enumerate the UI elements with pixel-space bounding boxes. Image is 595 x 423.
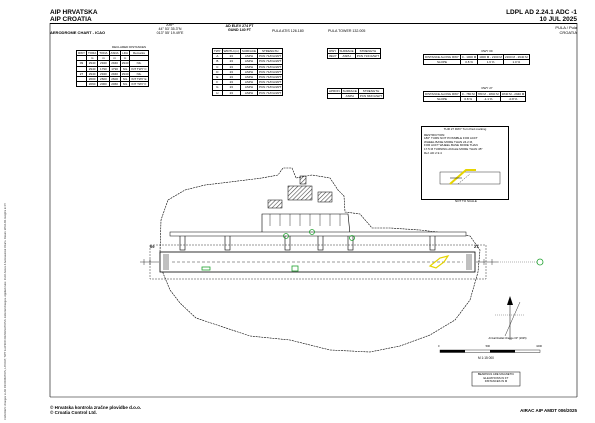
header-rule <box>50 23 577 24</box>
rwy27-slope-title: RWY 27 <box>481 86 493 90</box>
restriction-line: 180° TURN NOT POSSIBLE FOR ACFT <box>424 136 478 141</box>
rwy-09-designator: 09 <box>150 244 155 249</box>
scale-figures: 0 500 1000 <box>438 345 542 348</box>
north-arrow <box>495 296 525 340</box>
scale-fig-500: 500 <box>485 345 490 348</box>
table-cell: -0.8 % <box>499 96 527 103</box>
taxiway-connectors <box>179 233 436 251</box>
aerodrome-name: PULA / Pula <box>555 25 577 30</box>
arp-label: ARP <box>166 23 174 27</box>
copyright-hr: © Hrvatska kontrola zračne plovidbe d.o.… <box>50 405 142 410</box>
tower-freq: PULA TOWER 132.005 <box>328 29 366 33</box>
restriction-line: FOR ACFT WHEEL BASE MORE THAN <box>424 143 478 148</box>
apron-area <box>261 213 351 235</box>
distances-line: DISTANCES IN M <box>484 379 508 384</box>
bearings-note: BEARINGS ARE MAGNETIC ELEVATIONS IN FT D… <box>472 372 520 384</box>
green-markings <box>201 229 355 272</box>
bearings-line: BEARINGS ARE MAGNETIC <box>477 372 515 376</box>
table-cell: 0.8 % <box>459 59 479 66</box>
elevations-line: ELEVATIONS IN FT <box>483 375 509 380</box>
threshold-09-marking <box>163 254 169 270</box>
table-cell: PCN 66/F/A/W/T <box>357 93 385 100</box>
arp-lon: 013° 55' 19.49"E <box>156 31 184 35</box>
scale-bar <box>439 349 541 353</box>
hangar-building <box>317 191 333 203</box>
restriction-line: WHEEL BASE MORE THAN 24.2 M, <box>424 139 474 144</box>
declared-distances-title: DECLARED DISTANCES <box>111 45 147 49</box>
restriction-line: Ref. AD 2.9.4 <box>424 150 442 155</box>
north-arrow-label: Arrival Radial Change 03° (2025) <box>488 337 527 340</box>
turn-pad-marking <box>428 255 450 269</box>
atis-freq: PULA ATIS 126.180 <box>272 29 304 33</box>
not-to-scale-label: NOT TO SCALE <box>455 199 477 203</box>
country-name: CROATIA <box>559 30 577 35</box>
table-cell: INT TWY F <box>129 81 149 88</box>
table-cell: 1.0 % <box>502 59 530 66</box>
aerodrome-boundary <box>159 167 481 353</box>
copyright-en: © Croatia Control Ltd. <box>50 410 97 415</box>
turn-pad-sketch <box>439 169 501 185</box>
table-cell: SLOPE <box>423 96 461 103</box>
aip-title-en: AIP CROATIA <box>50 16 92 23</box>
apron-stands <box>269 214 341 226</box>
arp-block: ARP 44° 53' 35.3"N 013° 55' 19.49"E <box>140 23 200 35</box>
geoid-undulation: GUND 140 FT <box>228 28 251 32</box>
footer-copyright: © Hrvatska kontrola zračne plovidbe d.o.… <box>50 405 141 415</box>
elevation-block: AD ELEV 274 FT GUND 140 FT <box>212 24 267 32</box>
header-right: LDPL AD 2.24.1 ADC -1 10 JUL 2025 <box>506 9 577 23</box>
scale-fig-1000: 1000 <box>536 345 542 348</box>
cargo-building <box>267 199 283 209</box>
rwy09-slope-title: RWY 09 <box>481 49 493 53</box>
restriction-line: 17.5 M TURNING ANGLE MORE THAN 45° <box>424 146 483 151</box>
scale-fig-0: 0 <box>438 345 440 348</box>
aip-title-hr: AIP HRVATSKA <box>50 9 98 16</box>
table-cell: PCN 71/F/A/W/T <box>257 89 284 96</box>
terminal-building <box>287 185 313 201</box>
table-cell: PCN 71/F/A/W/T <box>354 53 382 60</box>
table-cell: 2060 <box>108 81 121 88</box>
scale-label: M 1:15 000 <box>478 356 494 360</box>
threshold-27-marking <box>466 254 472 270</box>
arp-lat: 44° 53' 35.3"N <box>158 27 182 31</box>
control-tower <box>299 175 307 185</box>
location-label: PULA / Pula CROATIA <box>555 25 577 35</box>
parallel-taxiway <box>169 231 467 237</box>
chart-title: AERODROME CHART - ICAO <box>50 30 106 35</box>
turn-pad-title: THR 27 RWY Turn Pad marking <box>443 127 487 131</box>
table-cell: -1.1 % <box>475 96 501 103</box>
margin-note: CHANGES: changes to AD INFORMATION, LAYO… <box>4 202 7 420</box>
restriction-label: RESTRICTION: <box>424 132 446 137</box>
effective-date: 10 JUL 2025 <box>539 16 577 23</box>
header-left: AIP HRVATSKA AIP CROATIA <box>50 9 98 23</box>
rwy-27-designator: 27 <box>474 244 479 249</box>
table-cell: 2060 <box>97 81 110 88</box>
chart-reference: LDPL AD 2.24.1 ADC -1 <box>506 9 577 16</box>
turn-pad-inset: THR 27 RWY Turn Pad marking RESTRICTION:… <box>421 126 509 200</box>
bearings-box <box>471 371 521 387</box>
ad-elevation: AD ELEV 274 FT <box>225 24 254 28</box>
localizer-symbol <box>536 258 544 266</box>
amendment-ref: AIRAC AIP AMDT 006/2025 <box>520 408 577 413</box>
